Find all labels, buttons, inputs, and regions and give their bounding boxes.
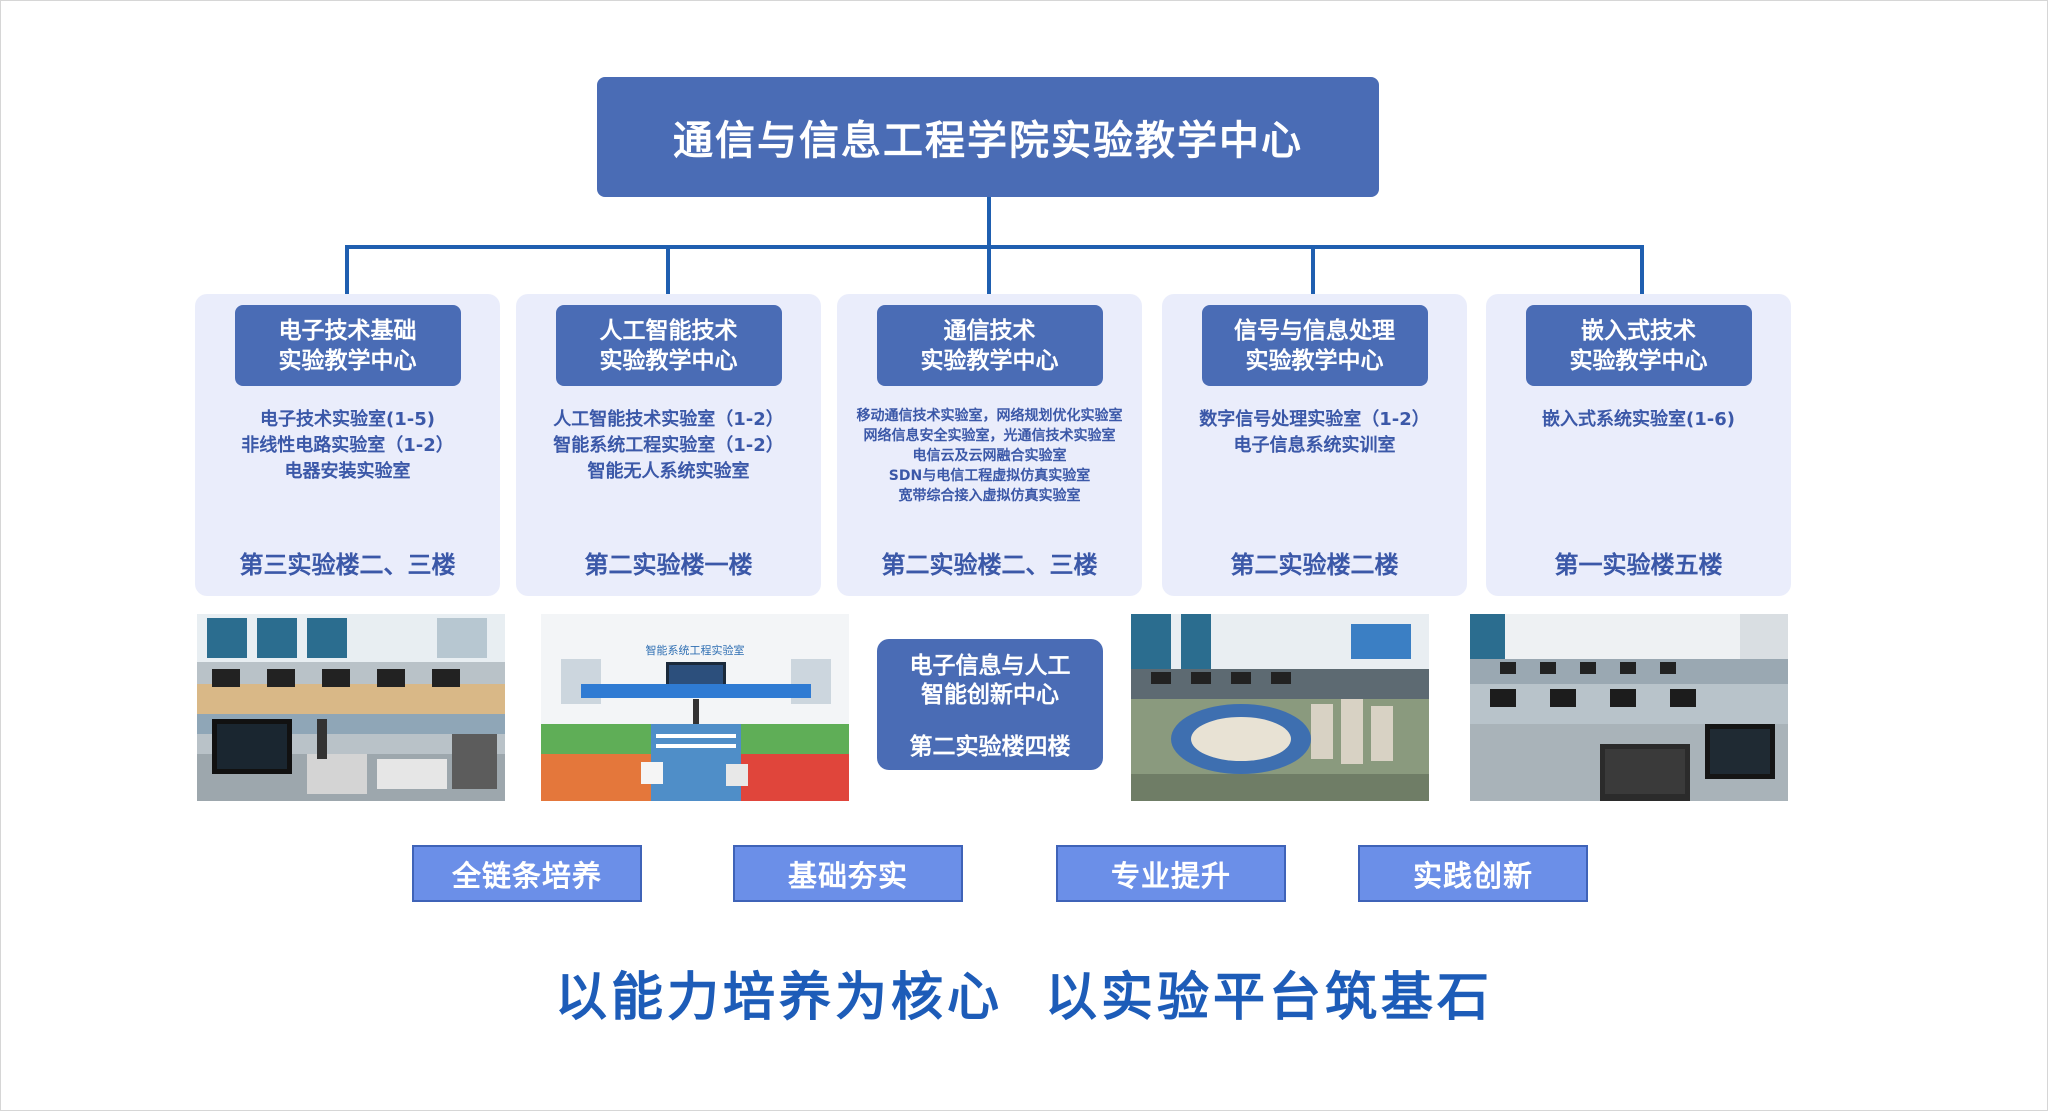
connector-drop-1 (345, 245, 349, 295)
innovation-location: 第二实验楼四楼 (909, 734, 1071, 760)
lab-list: 移动通信技术实验室，网络规划优化实验室 网络信息安全实验室，光通信技术实验室 电… (841, 406, 1138, 506)
slogan: 以能力培养为核心 以实验平台筑基石 (554, 968, 1494, 1028)
center-panel-embedded: 嵌入式技术 实验教学中心 嵌入式系统实验室(1-6) 第一实验楼五楼 (1486, 294, 1791, 596)
connector-drop-3 (987, 245, 991, 295)
center-name-line2: 实验教学中心 (920, 347, 1059, 374)
pillar-professional: 专业提升 (1056, 845, 1286, 902)
lab-item: 电信云及云网融合实验室 (912, 448, 1067, 464)
lab-list: 数字信号处理实验室（1-2） 电子信息系统实训室 (1166, 407, 1463, 459)
photo-intelligent-systems-lab: 智能系统工程实验室 (541, 614, 849, 801)
lab-item: 电子信息系统实训室 (1233, 435, 1396, 456)
building-location: 第二实验楼二楼 (1230, 551, 1399, 579)
center-panel-signal: 信号与信息处理 实验教学中心 数字信号处理实验室（1-2） 电子信息系统实训室 … (1162, 294, 1467, 596)
lab-item: 智能系统工程实验室（1-2） (553, 435, 784, 456)
lab-list: 嵌入式系统实验室(1-6) (1490, 407, 1787, 433)
center-panel-ai: 人工智能技术 实验教学中心 人工智能技术实验室（1-2） 智能系统工程实验室（1… (516, 294, 821, 596)
center-panel-electronics: 电子技术基础 实验教学中心 电子技术实验室(1-5) 非线性电路实验室（1-2）… (195, 294, 500, 596)
building-location: 第二实验楼一楼 (584, 551, 753, 579)
innovation-name-line2: 智能创新中心 (921, 682, 1059, 708)
center-name-line1: 电子技术基础 (278, 317, 417, 344)
center-header: 信号与信息处理 实验教学中心 (1201, 305, 1428, 386)
photo-electronics-lab (197, 614, 505, 801)
lab-item: 网络信息安全实验室，光通信技术实验室 (863, 428, 1116, 444)
lab-item: 智能无人系统实验室 (587, 461, 750, 482)
center-name-line1: 信号与信息处理 (1234, 317, 1395, 344)
center-name-line2: 实验教学中心 (1245, 347, 1384, 374)
lab-item: SDN与电信工程虚拟仿真实验室 (888, 468, 1091, 484)
lab-item: 电子技术实验室(1-5) (260, 409, 435, 430)
center-header: 人工智能技术 实验教学中心 (555, 305, 782, 386)
center-header: 通信技术 实验教学中心 (876, 305, 1103, 386)
lab-list: 人工智能技术实验室（1-2） 智能系统工程实验室（1-2） 智能无人系统实验室 (520, 407, 817, 485)
lab-item: 宽带综合接入虚拟仿真实验室 (898, 488, 1081, 504)
center-name-line1: 嵌入式技术 (1581, 317, 1696, 344)
center-header: 电子技术基础 实验教学中心 (234, 305, 461, 386)
connector-drop-2 (666, 245, 670, 295)
innovation-center-box: 电子信息与人工 智能创新中心 第二实验楼四楼 (877, 639, 1103, 770)
building-location: 第二实验楼二、三楼 (881, 551, 1098, 579)
center-name-line1: 人工智能技术 (599, 317, 738, 344)
lab-item: 移动通信技术实验室，网络规划优化实验室 (856, 408, 1123, 424)
lab-item: 数字信号处理实验室（1-2） (1199, 409, 1430, 430)
center-name-line1: 通信技术 (943, 317, 1036, 344)
pillar-full-chain: 全链条培养 (412, 845, 642, 902)
lab-item: 非线性电路实验室（1-2） (241, 435, 454, 456)
center-header: 嵌入式技术 实验教学中心 (1525, 305, 1752, 386)
photo-signal-processing-lab (1131, 614, 1429, 801)
lab-item: 电器安装实验室 (284, 461, 411, 482)
innovation-name-line1: 电子信息与人工 (909, 653, 1071, 679)
building-location: 第一实验楼五楼 (1554, 551, 1723, 579)
center-name-line2: 实验教学中心 (1569, 347, 1708, 374)
building-location: 第三实验楼二、三楼 (239, 551, 456, 579)
pillar-foundation: 基础夯实 (733, 845, 963, 902)
connector-drop-5 (1640, 245, 1644, 295)
connector-trunk (987, 197, 991, 247)
center-title: 通信与信息工程学院实验教学中心 (597, 77, 1379, 197)
lab-item: 人工智能技术实验室（1-2） (553, 409, 784, 430)
lab-sign: 智能系统工程实验室 (646, 643, 745, 657)
lab-item: 嵌入式系统实验室(1-6) (1542, 409, 1735, 430)
connector-drop-4 (1311, 245, 1315, 295)
connector-bar (345, 245, 1644, 249)
center-panel-communication: 通信技术 实验教学中心 移动通信技术实验室，网络规划优化实验室 网络信息安全实验… (837, 294, 1142, 596)
center-name-line2: 实验教学中心 (599, 347, 738, 374)
center-name-line2: 实验教学中心 (278, 347, 417, 374)
lab-list: 电子技术实验室(1-5) 非线性电路实验室（1-2） 电器安装实验室 (199, 407, 496, 485)
pillar-innovation: 实践创新 (1358, 845, 1588, 902)
photo-embedded-lab (1470, 614, 1788, 801)
